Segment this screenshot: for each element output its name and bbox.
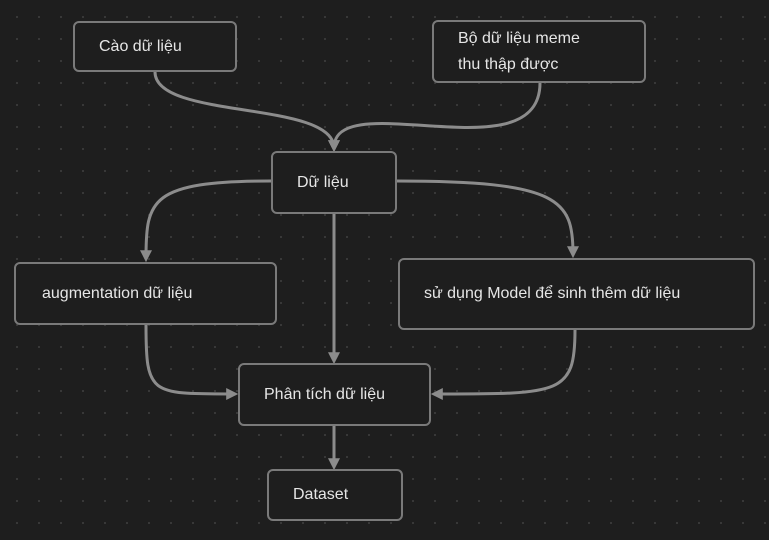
node-augmentation[interactable]: augmentation dữ liệu bbox=[14, 262, 277, 325]
node-cao-du-lieu-label: Cào dữ liệu bbox=[99, 37, 182, 55]
node-model-label: sử dụng Model để sinh thêm dữ liệu bbox=[424, 285, 681, 302]
edge-model-to-analysis bbox=[430, 329, 577, 401]
node-model[interactable]: sử dụng Model để sinh thêm dữ liệu bbox=[398, 258, 755, 330]
edge-scrape-to-data bbox=[153, 71, 340, 153]
node-du-lieu-label: Dữ liệu bbox=[297, 173, 349, 191]
node-augmentation-label: augmentation dữ liệu bbox=[42, 284, 193, 302]
node-cao-du-lieu[interactable]: Cào dữ liệu bbox=[73, 21, 237, 72]
node-bo-du-lieu-meme[interactable]: Bộ dữ liệu meme thu thập được bbox=[432, 20, 646, 83]
node-bo-du-lieu-meme-label-line1: Bộ dữ liệu meme bbox=[458, 29, 580, 47]
node-phan-tich[interactable]: Phân tích dữ liệu bbox=[238, 363, 431, 426]
edge-meme-to-data bbox=[328, 82, 542, 153]
node-phan-tich-label: Phân tích dữ liệu bbox=[264, 385, 386, 403]
node-du-lieu[interactable]: Dữ liệu bbox=[271, 151, 397, 214]
node-dataset[interactable]: Dataset bbox=[267, 469, 403, 521]
edge-data-to-model bbox=[396, 179, 579, 259]
node-bo-du-lieu-meme-label-line2: thu thập được bbox=[458, 55, 559, 73]
edge-data-to-augmentation bbox=[140, 179, 272, 263]
edge-augmentation-to-analysis bbox=[144, 324, 239, 401]
node-dataset-label: Dataset bbox=[293, 486, 349, 503]
